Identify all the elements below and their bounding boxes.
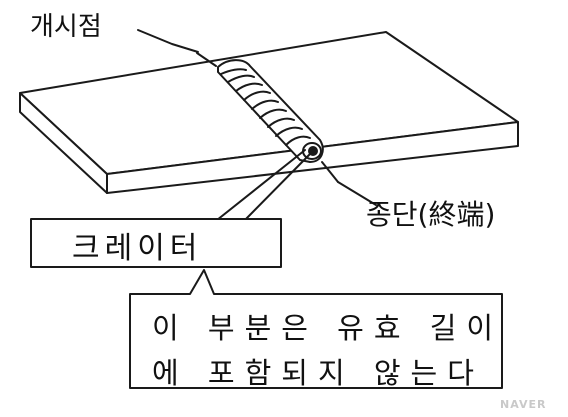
note-callout-box (129, 269, 503, 389)
note-line-2: 에 포함되지 않는다 (152, 356, 484, 390)
crater-label: 크레이터 (72, 231, 203, 266)
crater (302, 142, 322, 160)
weld-line-start (196, 52, 217, 67)
leader-crater-a (211, 149, 306, 225)
end-point-label: 종단(終端) (366, 198, 496, 231)
crater-callout-box (30, 218, 282, 268)
leader-end-point (337, 181, 377, 206)
weld-line-end (321, 161, 339, 183)
start-point-label: 개시점 (30, 12, 102, 42)
note-line-1: 이 부분은 유효 길이 (152, 311, 504, 345)
weld-bead (217, 59, 324, 163)
leader-start-point (137, 29, 199, 53)
watermark: NAVER (500, 398, 547, 411)
leader-crater-b (242, 153, 311, 223)
